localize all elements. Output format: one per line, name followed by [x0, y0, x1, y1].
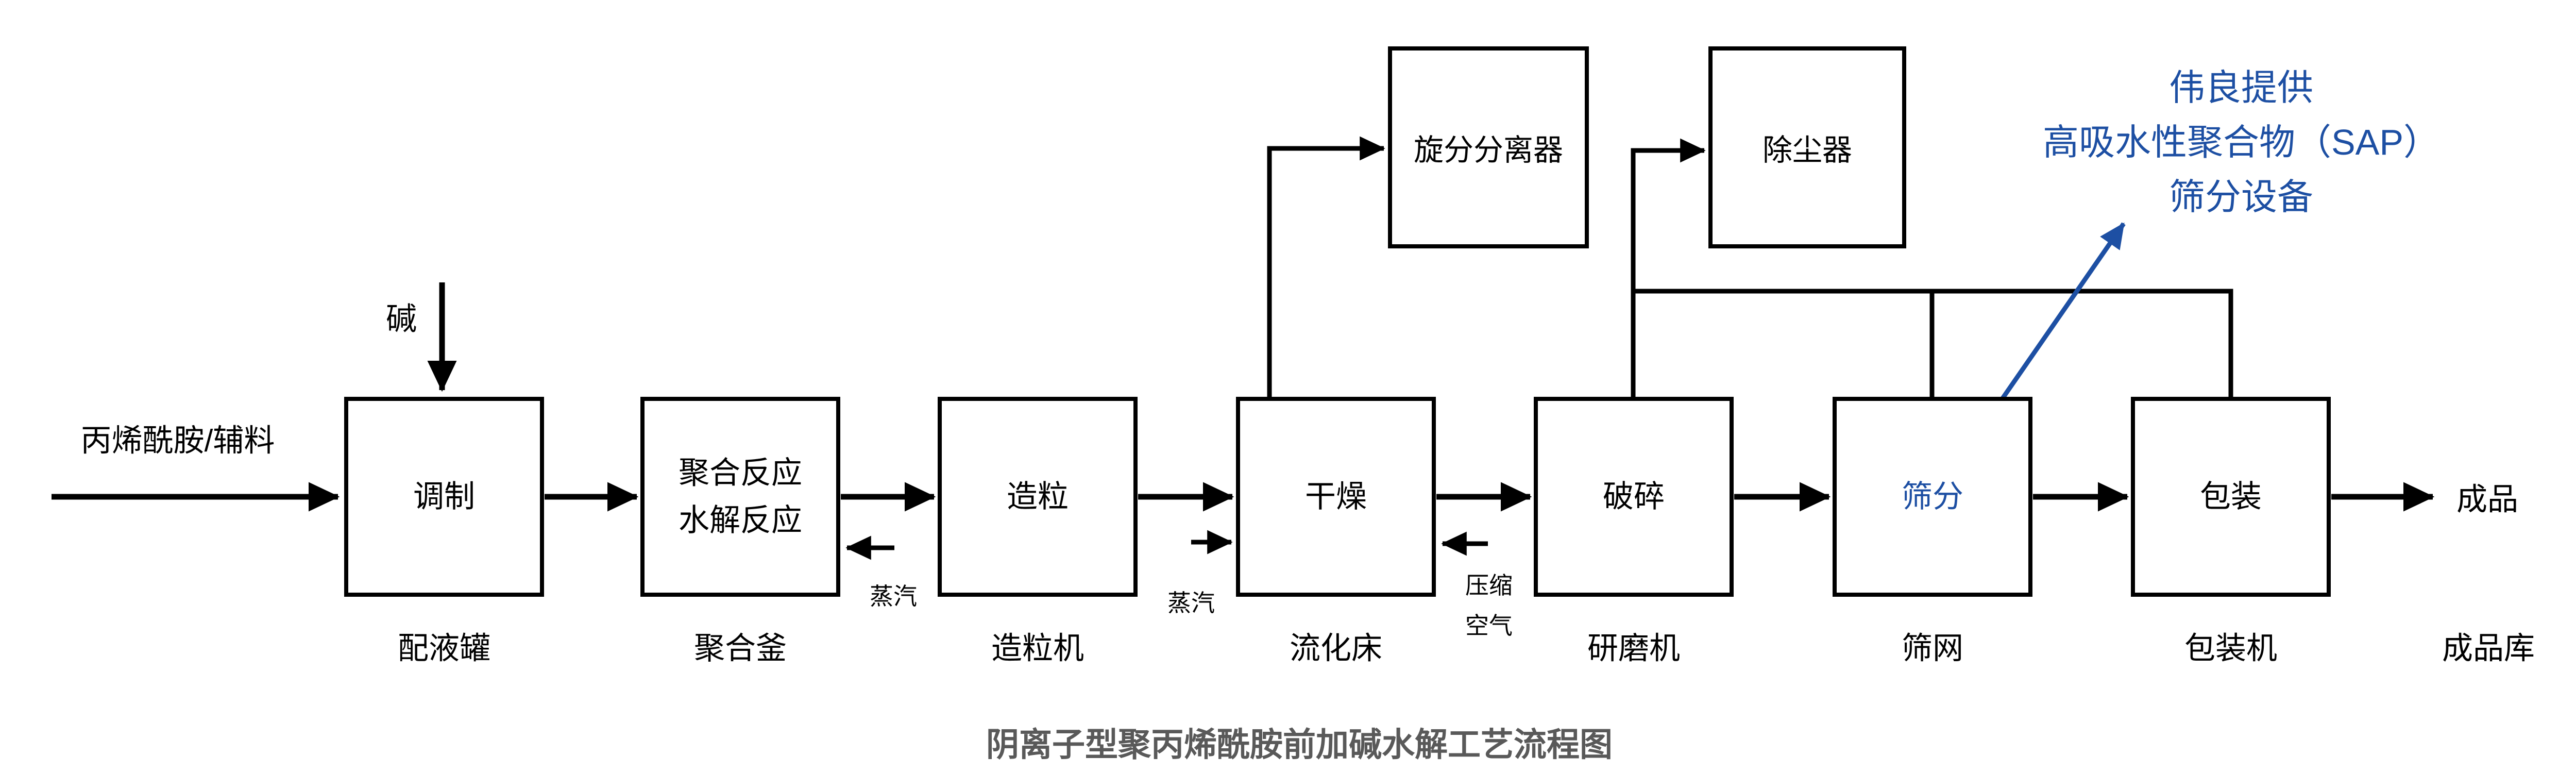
process-box-crushing: 破碎 [1534, 397, 1734, 597]
process-box-polymerization: 聚合反应 水解反应 [640, 397, 840, 597]
process-box-label: 造粒 [1007, 479, 1069, 514]
dust-collector-label: 除尘器 [1762, 133, 1852, 167]
vendor-annotation-line1: 伟良提供 [2168, 68, 2313, 108]
equipment-label-granulator: 造粒机 [991, 631, 1084, 666]
cyclone-separator-box: 旋分分离器 [1388, 46, 1589, 248]
crusher-to-dust-line [1631, 138, 1706, 397]
process-box-drying: 干燥 [1236, 397, 1436, 597]
product-label: 成品 [2456, 482, 2518, 517]
process-box-packing: 包装 [2131, 397, 2331, 597]
vendor-annotation-line3: 筛分设备 [2168, 177, 2313, 217]
compressed-air-label-line2: 空气 [1465, 612, 1513, 639]
dryer-to-cyclone-line [1267, 136, 1385, 397]
process-box-label-line2: 水解反应 [679, 503, 802, 537]
process-box-mixing: 调制 [344, 397, 544, 597]
equipment-label-packer: 包装机 [2184, 631, 2277, 666]
equipment-label-screen: 筛网 [1902, 631, 1963, 666]
diagram-title: 阴离子型聚丙烯酰胺前加碱水解工艺流程图 [986, 726, 1613, 763]
process-box-granulation: 造粒 [938, 397, 1138, 597]
equipment-label-kettle: 聚合釜 [694, 631, 787, 666]
equipment-label-tank: 配液罐 [398, 631, 490, 666]
steam-label-right: 蒸汽 [1167, 590, 1215, 616]
cyclone-separator-label: 旋分分离器 [1413, 133, 1563, 167]
process-box-label: 干燥 [1305, 479, 1367, 514]
process-box-label: 筛分 [1902, 479, 1963, 514]
vendor-annotation: 伟良提供 高吸水性聚合物（SAP） 筛分设备 [2043, 60, 2439, 224]
equipment-label-fluidbed: 流化床 [1290, 631, 1382, 666]
warehouse-label: 成品库 [2442, 631, 2535, 666]
compressed-air-label-line1: 压缩 [1465, 572, 1513, 599]
feed-label: 丙烯酰胺/辅料 [80, 423, 275, 458]
process-box-screening: 筛分 [1833, 397, 2032, 597]
process-box-label: 聚合反应 [679, 456, 802, 490]
dust-collector-box: 除尘器 [1708, 46, 1906, 248]
process-box-label: 包装 [2200, 479, 2262, 514]
vendor-annotation-line2: 高吸水性聚合物（SAP） [2042, 122, 2440, 162]
steam-label-left: 蒸汽 [870, 583, 917, 610]
alkali-label: 碱 [386, 301, 417, 337]
recycle-header-line [1633, 289, 2233, 397]
process-box-label: 破碎 [1603, 479, 1665, 514]
equipment-label-grinder: 研磨机 [1587, 631, 1680, 666]
compressed-air-label: 压缩 空气 [1465, 565, 1513, 646]
process-box-label: 调制 [413, 479, 475, 514]
